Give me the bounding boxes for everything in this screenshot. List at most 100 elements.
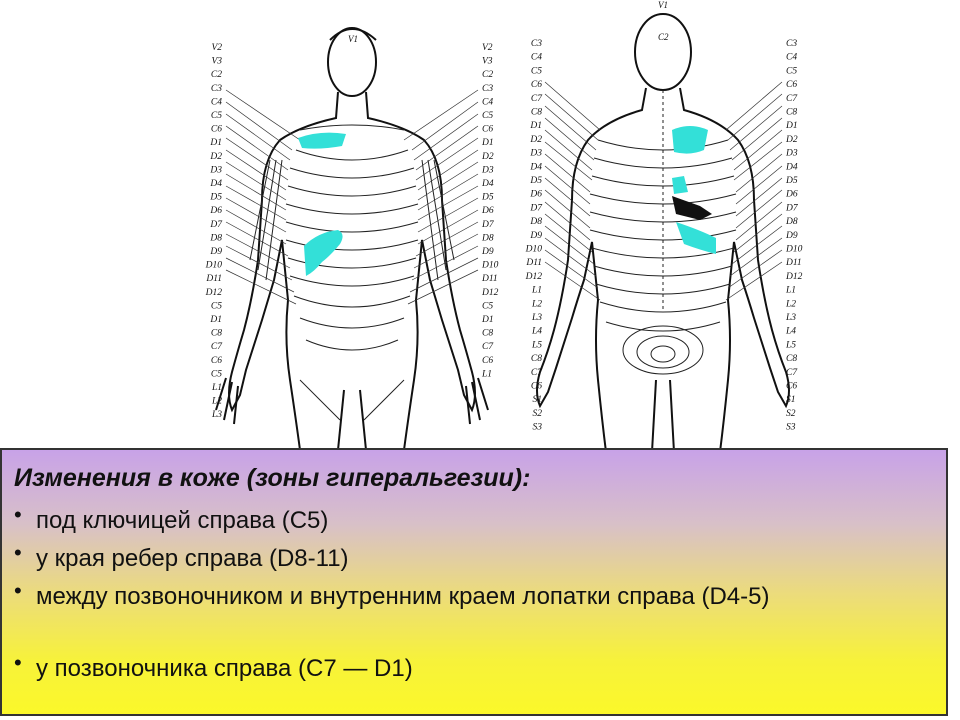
- segment-label: S1: [533, 395, 543, 405]
- back-leader-lines: [544, 81, 783, 301]
- segment-label: L5: [785, 340, 796, 350]
- segment-label: V3: [211, 57, 222, 67]
- bullet-text: у края ребер справа (D8-11): [36, 545, 349, 572]
- segment-label: D5: [481, 193, 494, 203]
- segment-label: D1: [785, 121, 798, 131]
- segment-label: D9: [481, 247, 494, 257]
- back-head-label-c2: C2: [658, 32, 669, 42]
- segment-label: C6: [211, 356, 222, 366]
- segment-label: C5: [531, 66, 542, 76]
- front-dermatome-lines: [249, 124, 455, 421]
- segment-label: C3: [482, 84, 493, 94]
- segment-label: D8: [481, 233, 494, 243]
- segment-label: C6: [211, 125, 222, 135]
- segment-label: D9: [209, 247, 222, 257]
- bullet-text: под ключицей справа (C5): [36, 507, 329, 534]
- segment-label: D8: [785, 217, 798, 227]
- segment-label: D6: [529, 190, 542, 200]
- segment-label: V2: [482, 43, 493, 53]
- segment-label: C8: [786, 354, 797, 364]
- segment-label: L1: [211, 383, 222, 393]
- segment-label: S2: [786, 409, 796, 419]
- segment-label: S2: [533, 409, 543, 419]
- segment-label: D4: [785, 162, 798, 172]
- segment-label: D4: [481, 179, 494, 189]
- panel-heading: Изменения в коже (зоны гиперальгезии):: [14, 464, 531, 492]
- bullet-text: у позвоночника справа (C7 — D1): [36, 655, 413, 682]
- front-head-label: V1: [348, 34, 358, 44]
- segment-label: L2: [785, 299, 796, 309]
- segment-label: D10: [785, 245, 803, 255]
- segment-label: D7: [209, 220, 223, 230]
- segment-label: D6: [209, 206, 222, 216]
- segment-label: D12: [525, 272, 543, 282]
- segment-label: S3: [786, 423, 796, 433]
- segment-label: L5: [531, 340, 542, 350]
- segment-label: D3: [529, 149, 542, 159]
- back-right-segment-labels: C3C4C5C6C7C8D1D2D3D4D5D6D7D8D9D10D11D12L…: [785, 39, 803, 433]
- segment-label: D1: [209, 138, 222, 148]
- segment-label: D7: [529, 203, 543, 213]
- segment-label: D4: [529, 162, 542, 172]
- segment-label: L4: [785, 327, 796, 337]
- segment-label: D5: [785, 176, 798, 186]
- segment-label: D1: [481, 315, 494, 325]
- segment-label: D5: [209, 193, 222, 203]
- segment-label: C5: [211, 111, 222, 121]
- segment-label: D5: [529, 176, 542, 186]
- segment-label: L1: [481, 369, 492, 379]
- segment-label: C6: [786, 382, 797, 392]
- segment-label: C5: [482, 111, 493, 121]
- segment-label: C7: [531, 368, 543, 378]
- segment-label: D9: [529, 231, 542, 241]
- segment-label: C8: [482, 329, 493, 339]
- segment-label: C2: [211, 70, 222, 80]
- segment-label: C6: [482, 356, 493, 366]
- segment-label: L2: [531, 299, 542, 309]
- segment-label: D10: [481, 261, 499, 271]
- segment-label: D2: [529, 135, 542, 145]
- back-body-outline: [536, 13, 790, 453]
- front-hyperalgesia-zones: [298, 132, 346, 276]
- segment-label: D11: [785, 258, 802, 268]
- bullet-text: между позвоночником и внутренним краем л…: [36, 583, 770, 610]
- segment-label: D6: [481, 206, 494, 216]
- back-left-segment-labels: C3C4C5C6C7C8D1D2D3D4D5D6D7D8D9D10D11D12L…: [525, 39, 544, 433]
- segment-label: C7: [786, 94, 798, 104]
- segment-label: C8: [786, 108, 797, 118]
- segment-label: L3: [531, 313, 542, 323]
- segment-label: C6: [531, 382, 542, 392]
- segment-label: V2: [211, 43, 222, 53]
- segment-label: C7: [786, 368, 798, 378]
- segment-label: C3: [531, 39, 542, 49]
- segment-label: D4: [209, 179, 222, 189]
- bullet-icon: •: [14, 650, 22, 675]
- segment-label: D12: [785, 272, 803, 282]
- segment-label: D3: [209, 165, 222, 175]
- segment-label: C7: [482, 342, 494, 352]
- bullet-icon: •: [14, 540, 22, 565]
- segment-label: C6: [786, 80, 797, 90]
- segment-label: C7: [211, 342, 223, 352]
- segment-label: C8: [211, 329, 222, 339]
- segment-label: L2: [211, 397, 222, 407]
- bullet-icon: •: [14, 502, 22, 527]
- segment-label: C7: [531, 94, 543, 104]
- front-leader-lines: [225, 89, 479, 305]
- segment-label: V3: [482, 57, 493, 67]
- hyperalgesia-text-panel: Изменения в коже (зоны гиперальгезии): •…: [0, 448, 948, 716]
- segment-label: C4: [786, 53, 797, 63]
- segment-label: D11: [205, 274, 222, 284]
- segment-label: C4: [531, 53, 542, 63]
- segment-label: D10: [525, 245, 543, 255]
- segment-label: C8: [531, 354, 542, 364]
- segment-label: D9: [785, 231, 798, 241]
- segment-label: D8: [529, 217, 542, 227]
- segment-label: D2: [785, 135, 798, 145]
- segment-label: D10: [205, 261, 223, 271]
- segment-label: C5: [211, 301, 222, 311]
- segment-label: D8: [209, 233, 222, 243]
- segment-label: S1: [786, 395, 796, 405]
- segment-label: D12: [205, 288, 223, 298]
